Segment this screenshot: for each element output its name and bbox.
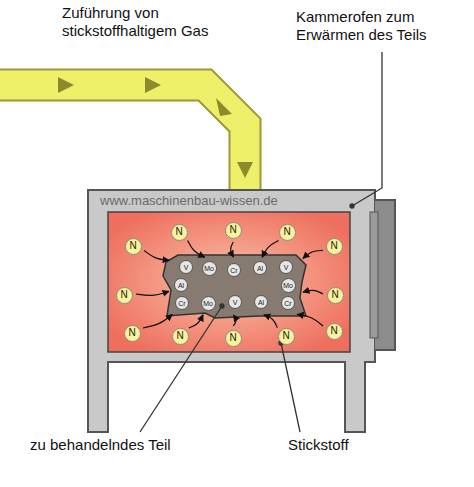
element-symbol: N — [229, 333, 236, 343]
element-symbol: Al — [258, 299, 264, 306]
nitrogen-atom: N — [327, 287, 344, 304]
nitrogen-atom: N — [278, 328, 295, 345]
nitrogen-atom: N — [225, 222, 242, 239]
element-symbol: N — [120, 290, 127, 300]
diffusion-arrow — [303, 290, 323, 294]
alloy-atom: V — [228, 295, 242, 309]
diffusion-arrow — [231, 242, 234, 257]
alloy-atom: V — [279, 260, 293, 274]
alloy-atom: Al — [174, 278, 188, 292]
alloy-atom: Mo — [202, 261, 217, 276]
element-symbol: Cr — [178, 300, 185, 307]
element-symbol: N — [283, 227, 290, 237]
nitrogen-atom: N — [326, 323, 343, 340]
element-symbol: Cr — [230, 267, 237, 274]
nitrogen-atom: N — [225, 330, 242, 347]
diffusion-arrow — [144, 250, 169, 260]
element-symbol: Al — [178, 282, 184, 289]
alloy-atom: Cr — [175, 296, 189, 310]
element-symbol: N — [176, 331, 183, 341]
diffusion-arrow — [143, 314, 172, 328]
diffusion-arrow — [233, 315, 236, 326]
leader-lines — [140, 52, 382, 432]
element-symbol: N — [128, 328, 135, 338]
element-symbol: V — [284, 264, 289, 271]
diffusion-arrow — [136, 291, 169, 295]
element-symbol: V — [184, 264, 189, 271]
element-symbol: Mo — [203, 300, 213, 307]
diffusion-arrow — [262, 241, 278, 258]
callout-label: zu behandelndes Teil — [30, 436, 171, 454]
callout-label: Kammerofen zum Erwärmen des Teils — [296, 8, 468, 44]
element-symbol: Mo — [204, 265, 214, 272]
element-symbol: Al — [257, 265, 263, 272]
diffusion-arrow — [303, 250, 323, 258]
element-symbol: N — [282, 331, 289, 341]
nitrogen-atom: N — [279, 224, 296, 241]
nitrogen-atom: N — [171, 224, 188, 241]
alloy-atom: Cr — [281, 296, 295, 310]
nitrogen-atom: N — [116, 287, 133, 304]
callout-label: Stickstoff — [288, 436, 349, 454]
alloy-atom: Cr — [227, 263, 241, 277]
diffusion-arrow — [188, 240, 205, 257]
alloy-atom: Al — [254, 295, 268, 309]
element-symbol: N — [330, 326, 337, 336]
alloy-atom: V — [179, 260, 193, 274]
element-symbol: N — [175, 227, 182, 237]
element-symbol: N — [331, 290, 338, 300]
gas-pipe — [0, 77, 253, 196]
diffusion-arrow — [264, 315, 278, 328]
nitrogen-arrows — [136, 240, 323, 328]
element-symbol: N — [229, 225, 236, 235]
nitrogen-atom: N — [172, 328, 189, 345]
element-symbol: N — [330, 241, 337, 251]
alloy-atom: Mo — [201, 296, 216, 311]
workpiece — [163, 255, 306, 318]
element-symbol: Mo — [283, 282, 293, 289]
diffusion-arrow — [189, 315, 203, 328]
alloy-atom: Al — [253, 261, 267, 275]
chamber-furnace — [88, 190, 395, 432]
element-symbol: Cr — [284, 300, 291, 307]
element-symbol: V — [233, 299, 238, 306]
diffusion-arrow — [297, 314, 323, 326]
alloy-atom: Mo — [281, 278, 296, 293]
nitrogen-atom: N — [125, 238, 142, 255]
element-symbol: N — [129, 241, 136, 251]
nitrogen-atom: N — [326, 238, 343, 255]
watermark: www.maschinenbau-wissen.de — [100, 193, 278, 209]
nitrogen-atom: N — [124, 325, 141, 342]
callout-label: Zuführung von stickstoffhaltigem Gas — [62, 4, 237, 40]
